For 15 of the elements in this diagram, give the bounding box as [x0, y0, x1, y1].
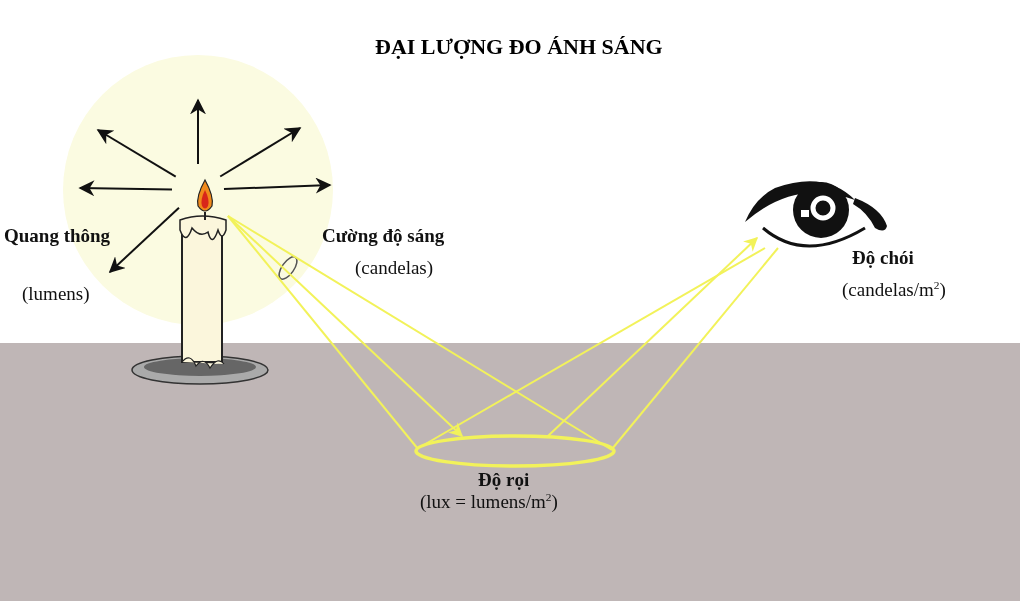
light-ray-line: [227, 215, 613, 451]
quantity-name: Quang thông: [4, 226, 111, 247]
light-ray-line: [227, 215, 419, 450]
unit-label: (candelas): [355, 258, 434, 279]
light-ray-arrow: [547, 237, 758, 437]
quantity-name: Độ rọi: [478, 470, 530, 491]
unit-label: (candelas/m$^{2}$): [842, 280, 946, 301]
diagram-title: ĐẠI LƯỢNG ĐO ÁNH SÁNG: [375, 34, 663, 60]
quantity-name: Độ chói: [852, 248, 914, 269]
unit-label: (lux = lumens/m$^{2}$): [420, 492, 558, 513]
illuminated-area-ellipse: [414, 434, 616, 468]
unit-label: (lumens): [22, 284, 90, 305]
light-ray-line: [611, 247, 779, 450]
light-ray-arrow: [227, 215, 463, 437]
quantity-name: Cường độ sáng: [322, 226, 445, 247]
